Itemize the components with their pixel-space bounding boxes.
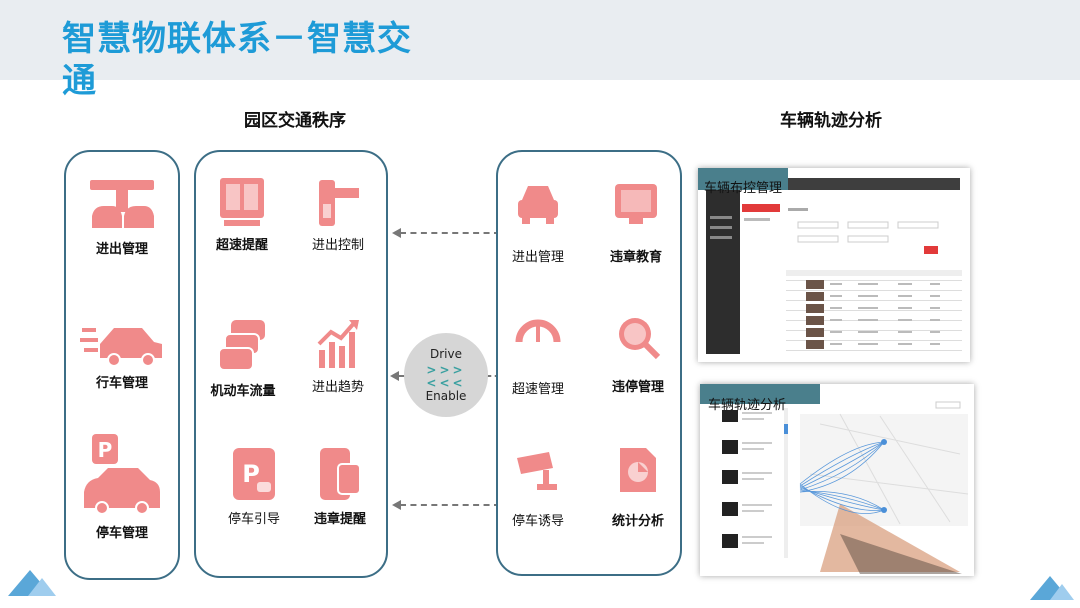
- drive-enable-hub: Drive >>> <<< Enable: [404, 333, 488, 417]
- item-statistical-analysis[interactable]: 统计分析: [598, 446, 678, 529]
- item-label: 进出趋势: [311, 380, 364, 395]
- tag-bar-top: [698, 168, 788, 190]
- corner-triangle-left-small: [28, 578, 56, 596]
- corner-triangle-right-small: [1050, 584, 1074, 600]
- item-label: 停车引导: [227, 512, 280, 527]
- hub-drive-label: Drive: [430, 347, 462, 361]
- cctv-camera-icon: [517, 452, 557, 490]
- item-access-control[interactable]: 进出控制: [298, 178, 378, 253]
- item-label: 进出控制: [311, 238, 364, 253]
- moving-car-icon: [80, 328, 162, 366]
- arrow-head-middle: [390, 371, 399, 381]
- item-label: 统计分析: [611, 514, 664, 529]
- speed-camera-icon: [220, 178, 264, 226]
- item-driving-management[interactable]: 行车管理: [74, 318, 170, 391]
- hub-chevrons-right: >>>: [426, 363, 466, 377]
- panel-management: 进出管理 行车管理 P 停车管理: [64, 150, 180, 580]
- parking-sign-icon: P: [233, 448, 275, 500]
- item-vehicle-flow[interactable]: 机动车流量: [198, 318, 288, 399]
- screenshot-vehicle-track: [700, 384, 974, 576]
- item-speeding-management[interactable]: 超速管理: [496, 312, 580, 397]
- barrier-gate-icon: [319, 180, 359, 226]
- section-title-vehicle-track: 车辆轨迹分析: [780, 111, 882, 131]
- item-label: 行车管理: [95, 376, 148, 391]
- item-access-trend[interactable]: 进出趋势: [298, 318, 378, 395]
- traffic-flow-icon: [218, 320, 265, 371]
- header-band: [0, 0, 1080, 80]
- item-violation-reminder[interactable]: 违章提醒: [300, 446, 380, 527]
- item-label: 违章提醒: [313, 512, 366, 527]
- screenshot-label-track: 车辆轨迹分析: [708, 398, 787, 413]
- arrow-head-bottom: [392, 500, 401, 510]
- speedometer-icon: [515, 319, 561, 343]
- arrow-line-top: [400, 232, 500, 234]
- arrow-head-top: [392, 228, 401, 238]
- item-illegal-parking-management[interactable]: 违停管理: [598, 314, 678, 395]
- page-title: 智慧物联体系－智慧交通: [62, 19, 412, 101]
- panel-traffic-order: 超速提醒 进出控制 机动车流量 进出趋势 P: [194, 150, 388, 578]
- tag-bar-bottom: [700, 384, 820, 404]
- item-label: 停车诱导: [511, 514, 564, 529]
- item-label: 进出管理: [95, 242, 148, 257]
- vehicle-control-mockup: [706, 178, 962, 354]
- item-violation-education[interactable]: 违章教育: [596, 180, 676, 265]
- item-label: 机动车流量: [210, 384, 276, 399]
- screenshot-vehicle-control: [698, 168, 970, 362]
- screenshot-label-control: 车辆布控管理: [704, 181, 783, 196]
- arrow-line-middle-right: [486, 375, 500, 377]
- item-parking-management[interactable]: P 停车管理: [74, 434, 170, 541]
- item-speeding-reminder[interactable]: 超速提醒: [202, 176, 282, 253]
- svg-text:P: P: [98, 438, 113, 462]
- vehicle-track-mockup: [722, 401, 969, 574]
- item-parking-guidance[interactable]: P 停车引导: [214, 446, 294, 527]
- item-label: 超速提醒: [215, 238, 268, 253]
- item-label: 违停管理: [611, 380, 664, 395]
- parking-car-icon: P: [84, 434, 160, 515]
- item-entry-management[interactable]: 进出管理: [80, 176, 164, 257]
- section-title-traffic-order: 园区交通秩序: [244, 111, 346, 131]
- gate-car-icon: [90, 180, 154, 228]
- item-label: 违章教育: [609, 250, 662, 265]
- svg-text:P: P: [242, 460, 260, 488]
- item-label: 停车管理: [95, 526, 148, 541]
- panel-enforcement: 进出管理 违章教育 超速管理 违停管理 停车诱导: [496, 150, 682, 576]
- item-parking-inducement[interactable]: 停车诱导: [500, 448, 576, 529]
- arrow-line-middle: [398, 375, 406, 377]
- item-entry-management-2[interactable]: 进出管理: [500, 180, 576, 265]
- arrow-line-bottom: [400, 504, 500, 506]
- car-front-icon: [518, 186, 558, 224]
- item-label: 超速管理: [511, 382, 564, 397]
- report-document-icon: [620, 448, 656, 492]
- magnifier-violation-icon: [619, 318, 661, 360]
- hub-chevrons-left: <<<: [426, 376, 466, 390]
- screen-education-icon: [615, 184, 657, 224]
- trend-chart-icon: [317, 320, 359, 368]
- phone-alert-icon: [320, 448, 361, 500]
- hub-enable-label: Enable: [425, 389, 467, 403]
- item-label: 进出管理: [511, 250, 564, 265]
